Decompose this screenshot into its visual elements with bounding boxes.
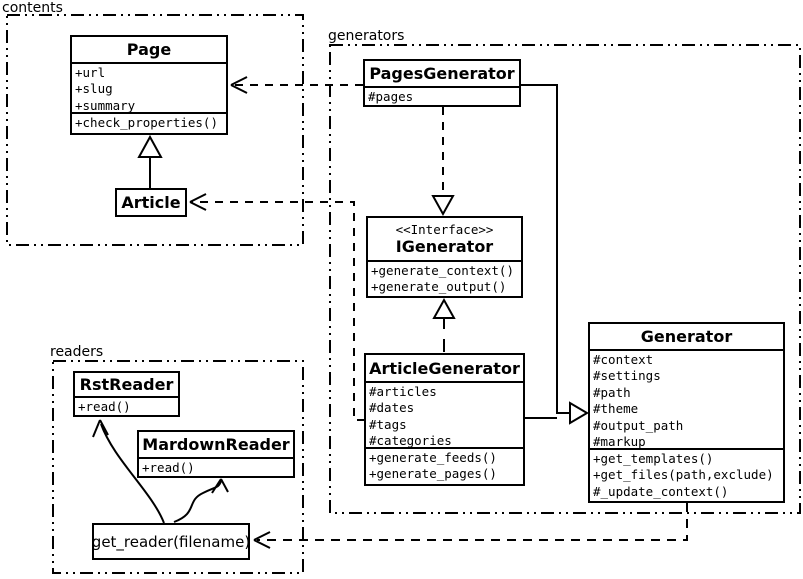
attribute: #output_path — [593, 417, 684, 433]
method: +generate_pages() — [369, 466, 497, 482]
function-box-get-reader: get_reader(filename) — [92, 523, 250, 560]
method: +get_templates() — [593, 451, 714, 466]
class-name: PagesGenerator — [369, 64, 515, 83]
realization-articlegenerator-igenerator — [432, 297, 456, 352]
attribute: #pages — [368, 89, 414, 104]
package-frame-contents — [6, 14, 304, 246]
class-page-methods: +check_properties() — [72, 112, 226, 133]
class-rstreader-methods: +read() — [75, 396, 178, 415]
method: +generate_context() — [371, 263, 514, 278]
method: +get_files(path,exclude) — [593, 467, 774, 483]
attribute: #context — [593, 352, 654, 367]
class-article-title: Article — [117, 190, 185, 215]
interface-igenerator: <<Interface>> IGenerator +generate_conte… — [366, 216, 523, 298]
attribute: #path — [593, 384, 631, 400]
class-rstreader-title: RstReader — [75, 373, 178, 396]
package-label-contents: contents — [2, 0, 63, 16]
package-frame-readers — [52, 360, 304, 574]
class-name: IGenerator — [395, 237, 494, 256]
class-mardownreader-methods: +read() — [139, 457, 293, 476]
interface-igenerator-title: <<Interface>> IGenerator — [368, 218, 521, 260]
package-label-readers: readers — [50, 344, 104, 360]
class-rstreader: RstReader +read() — [73, 371, 180, 417]
attribute: +slug — [75, 81, 113, 97]
interface-stereotype: <<Interface>> — [395, 222, 494, 237]
class-name: MardownReader — [142, 435, 290, 454]
class-name: Page — [126, 40, 172, 59]
interface-igenerator-methods: +generate_context() +generate_output() — [368, 260, 521, 296]
class-generator-methods: +get_templates() +get_files(path,exclude… — [590, 448, 783, 501]
method: +generate_output() — [371, 279, 507, 295]
class-articlegenerator-attributes: #articles #dates #tags #categories — [366, 381, 523, 447]
dependency-articlegenerator-article — [189, 193, 365, 421]
attribute: #settings — [593, 368, 661, 384]
class-name: Article — [121, 193, 181, 212]
class-page-attributes: +url +slug +summary — [72, 62, 226, 112]
attribute: +url — [75, 65, 106, 80]
class-name: ArticleGenerator — [369, 358, 520, 378]
attribute: #categories — [369, 433, 452, 447]
method: +check_properties() — [75, 115, 218, 130]
class-name: Generator — [640, 327, 733, 346]
class-page: Page +url +slug +summary +check_properti… — [70, 35, 228, 135]
class-articlegenerator-title: ArticleGenerator — [366, 355, 523, 381]
class-pagesgenerator-title: PagesGenerator — [365, 61, 519, 86]
class-pagesgenerator: PagesGenerator #pages — [363, 59, 521, 107]
class-name: RstReader — [79, 375, 174, 394]
class-generator-title: Generator — [590, 324, 783, 349]
package-frame-generators — [329, 44, 801, 514]
class-mardownreader-title: MardownReader — [139, 432, 293, 457]
attribute: #dates — [369, 400, 415, 416]
attribute: #markup — [593, 434, 646, 448]
arrow-getreader-rstreader — [92, 419, 165, 524]
inheritance-article-page — [137, 134, 163, 188]
class-pagesgenerator-attributes: #pages — [365, 86, 519, 105]
attribute: #theme — [593, 401, 639, 417]
method: #_update_context() — [593, 483, 729, 499]
method: +generate_feeds() — [369, 450, 497, 465]
attribute: #articles — [369, 384, 437, 399]
attribute: #tags — [369, 416, 407, 432]
class-generator-attributes: #context #settings #path #theme #output_… — [590, 349, 783, 448]
class-page-title: Page — [72, 37, 226, 62]
class-article: Article — [115, 188, 187, 217]
method: +read() — [78, 399, 131, 414]
class-articlegenerator: ArticleGenerator #articles #dates #tags … — [364, 353, 525, 486]
package-label-generators: generators — [328, 28, 405, 44]
class-articlegenerator-methods: +generate_feeds() +generate_pages() — [366, 447, 523, 484]
method: +read() — [142, 460, 195, 475]
inheritance-generators-generator — [521, 84, 589, 425]
attribute: +summary — [75, 97, 136, 112]
realization-pagesgenerator-igenerator — [431, 107, 455, 217]
dependency-pagesgenerator-page — [230, 76, 363, 94]
dependency-generator-getreader — [253, 503, 688, 549]
arrow-getreader-mardownreader — [173, 478, 229, 523]
class-mardownreader: MardownReader +read() — [137, 430, 295, 478]
class-generator: Generator #context #settings #path #them… — [588, 322, 785, 503]
function-label: get_reader(filename) — [91, 532, 251, 551]
